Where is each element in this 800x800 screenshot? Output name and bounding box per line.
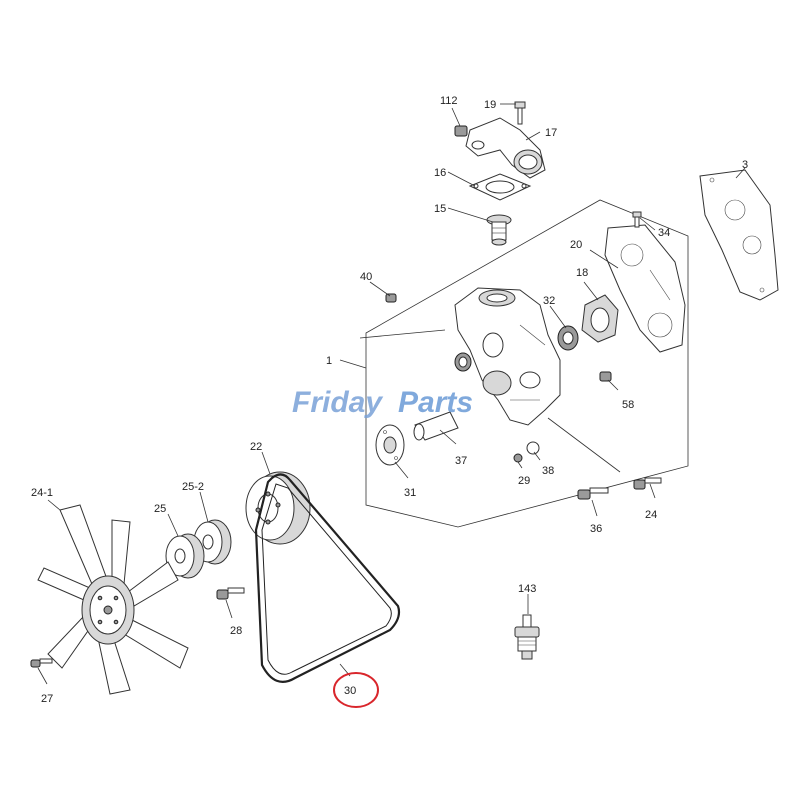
part-labels: 112 19 17 16 15 3 34 20 18 40 32 1 58 37…: [31, 95, 748, 705]
label-40: 40: [360, 271, 372, 283]
label-27: 27: [41, 693, 53, 705]
bolt-34: [632, 211, 642, 228]
cooling-fan: [37, 504, 189, 695]
label-58: 58: [622, 399, 634, 411]
spacer-25: [165, 533, 205, 579]
label-30: 30: [344, 685, 356, 697]
label-34: 34: [658, 227, 670, 239]
assembly-frame: [365, 199, 689, 528]
cap-38: [526, 441, 540, 455]
highlight-circle: [333, 672, 379, 708]
label-18: 18: [576, 267, 588, 279]
housing-plug: [454, 125, 468, 137]
label-37: 37: [455, 455, 467, 467]
label-38: 38: [542, 465, 554, 477]
label-17: 17: [545, 127, 557, 139]
label-24-1: 24-1: [31, 487, 53, 499]
label-36: 36: [590, 523, 602, 535]
impeller: [581, 294, 619, 343]
thermostat-housing: [465, 117, 546, 179]
label-29: 29: [518, 475, 530, 487]
bolt-27: [30, 658, 53, 668]
label-24: 24: [645, 509, 657, 521]
label-143: 143: [518, 583, 536, 595]
label-20: 20: [570, 239, 582, 251]
label-25: 25: [154, 503, 166, 515]
watermark: Friday Parts: [292, 386, 473, 419]
pump-plate-gasket: [604, 224, 686, 353]
label-19: 19: [484, 99, 496, 111]
thermostat: [486, 214, 512, 246]
label-31: 31: [404, 487, 416, 499]
pump-shaft: [413, 411, 459, 441]
leader-lines: [37, 103, 746, 685]
label-3: 3: [742, 159, 748, 171]
bolt-36: [577, 487, 609, 500]
housing-bolt: [514, 101, 526, 125]
bolt-28: [216, 587, 245, 600]
pump-seal: [557, 325, 579, 351]
label-22: 22: [250, 441, 262, 453]
label-28: 28: [230, 625, 242, 637]
temperature-sensor: [514, 614, 540, 660]
washer-29: [513, 453, 523, 463]
bolt-40: [385, 293, 397, 303]
thermostat-gasket: [468, 173, 532, 201]
watermark-part1: Friday: [292, 386, 383, 419]
label-25-2: 25-2: [182, 481, 204, 493]
v-belt: [254, 473, 401, 683]
pump-hub: [375, 424, 405, 466]
o-ring: [454, 352, 472, 372]
label-16: 16: [434, 167, 446, 179]
label-32: 32: [543, 295, 555, 307]
pump-body: [454, 287, 561, 426]
back-plate-gasket: [699, 169, 779, 301]
watermark-part2: Parts: [398, 386, 473, 419]
plug-58: [599, 371, 612, 382]
bolt-24: [633, 477, 662, 490]
label-1: 1: [326, 355, 332, 367]
label-15: 15: [434, 203, 446, 215]
label-112: 112: [440, 95, 458, 107]
